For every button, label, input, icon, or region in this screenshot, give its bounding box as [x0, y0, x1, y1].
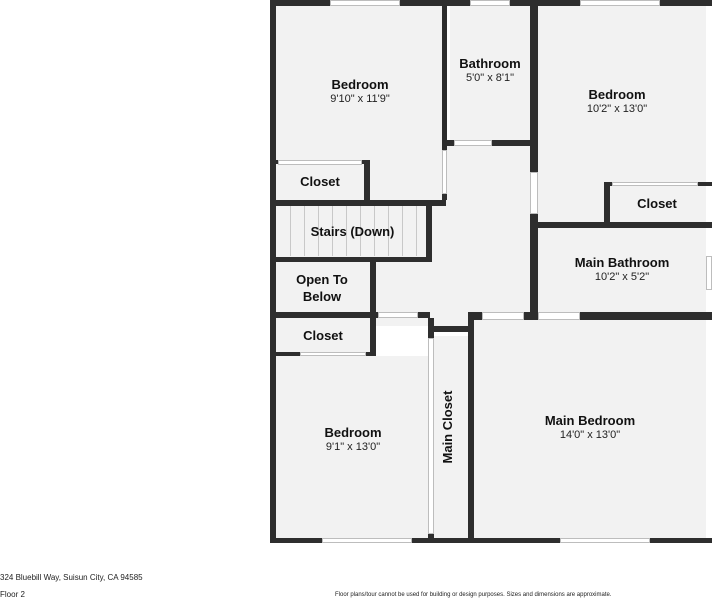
- wall-bath-bedroom-right: [530, 0, 538, 312]
- wall-closet-right-left: [604, 182, 610, 224]
- label-closet-mid-left: Closet: [276, 328, 370, 344]
- footer-disclaimer: Floor plans/tour cannot be used for buil…: [335, 592, 612, 598]
- label-bedroom-bottom-left: Bedroom 9'1" x 13'0": [280, 425, 426, 455]
- door-open-area: [378, 312, 418, 318]
- footer-floor: Floor 2: [0, 590, 25, 599]
- room-name: Bedroom: [324, 425, 382, 440]
- room-bedroom-bottom-left: [276, 356, 428, 538]
- label-bathroom: Bathroom 5'0" x 8'1": [450, 56, 530, 86]
- door-bathroom: [454, 140, 492, 146]
- room-main-bathroom: [538, 228, 706, 312]
- wall-bedroom-bath: [442, 0, 447, 200]
- room-closet-mid-left: [276, 318, 370, 354]
- room-dims: 10'2" x 5'2": [594, 271, 650, 284]
- wall-closet-right: [364, 160, 370, 204]
- closet-door-top-left: [278, 160, 362, 165]
- wall-stairs-right: [426, 204, 432, 260]
- window-bottom-right: [560, 538, 650, 543]
- label-stairs: Stairs (Down): [280, 224, 425, 240]
- floor-plan: Bedroom 9'10" x 11'9" Bathroom 5'0" x 8'…: [270, 0, 712, 545]
- door-main-closet: [428, 338, 434, 534]
- room-dims: 14'0" x 13'0": [559, 429, 621, 442]
- wall-main-closet-top: [428, 326, 474, 332]
- room-name: Main Bathroom: [574, 255, 670, 270]
- wall-main-bedroom-top: [468, 312, 712, 320]
- wall-exterior-bottom: [270, 538, 712, 543]
- footer-address: 324 Bluebill Way, Suisun City, CA 94585: [0, 573, 143, 582]
- room-hallway: [376, 146, 530, 326]
- closet-door-top-right: [612, 182, 698, 186]
- door-bedroom-top-right: [530, 172, 538, 214]
- label-bedroom-top-right: Bedroom 10'2" x 13'0": [542, 87, 692, 117]
- window-bottom-left: [322, 538, 412, 543]
- room-name: Closet: [637, 196, 677, 211]
- room-name: Closet: [303, 328, 343, 343]
- wall-open-right: [370, 260, 376, 320]
- room-name: Open To Below: [296, 272, 348, 304]
- door-bedroom-top-left: [442, 150, 447, 194]
- wall-closet-mid-right: [370, 316, 376, 356]
- room-name: Bedroom: [331, 77, 389, 92]
- room-name: Closet: [300, 174, 340, 189]
- label-closet-top-right: Closet: [610, 196, 704, 212]
- window-top-left: [330, 0, 400, 6]
- room-name: Main Bedroom: [544, 413, 636, 428]
- room-main-closet: [434, 336, 468, 538]
- room-main-bedroom: [474, 320, 706, 538]
- label-main-closet: Main Closet: [440, 390, 455, 464]
- closet-door-mid-left: [300, 352, 366, 356]
- room-name: Bedroom: [588, 87, 646, 102]
- room-dims: 10'2" x 13'0": [586, 103, 648, 116]
- label-closet-top-left: Closet: [276, 174, 364, 190]
- room-dims: 9'10" x 11'9": [330, 93, 390, 106]
- room-bedroom-top-right: [538, 6, 706, 222]
- label-bedroom-top-left: Bedroom 9'10" x 11'9": [285, 77, 435, 107]
- stair-treads: [290, 206, 426, 256]
- wall-main-bath-top: [534, 222, 712, 228]
- room-dims: 9'1" x 13'0": [325, 441, 381, 454]
- label-open-to-below: Open To Below: [284, 272, 360, 306]
- room-open-to-below: [276, 262, 370, 312]
- room-name: Stairs (Down): [310, 224, 395, 239]
- wall-bedroom-bottom: [276, 200, 446, 206]
- label-main-bathroom: Main Bathroom 10'2" x 5'2": [538, 255, 706, 285]
- label-main-bedroom: Main Bedroom 14'0" x 13'0": [474, 413, 706, 443]
- room-bathroom: [450, 6, 530, 140]
- room-name: Bathroom: [459, 56, 521, 71]
- door-main-bedroom: [482, 312, 524, 320]
- door-main-bathroom: [538, 312, 580, 320]
- wall-stairs-bottom: [276, 257, 432, 262]
- window-main-bath: [706, 256, 712, 290]
- window-top-right: [580, 0, 660, 6]
- wall-open-bottom: [276, 312, 430, 318]
- room-dims: 5'0" x 8'1": [465, 72, 515, 85]
- wall-main-closet-right: [468, 312, 474, 540]
- window-bath: [470, 0, 510, 6]
- wall-exterior-left: [270, 0, 276, 543]
